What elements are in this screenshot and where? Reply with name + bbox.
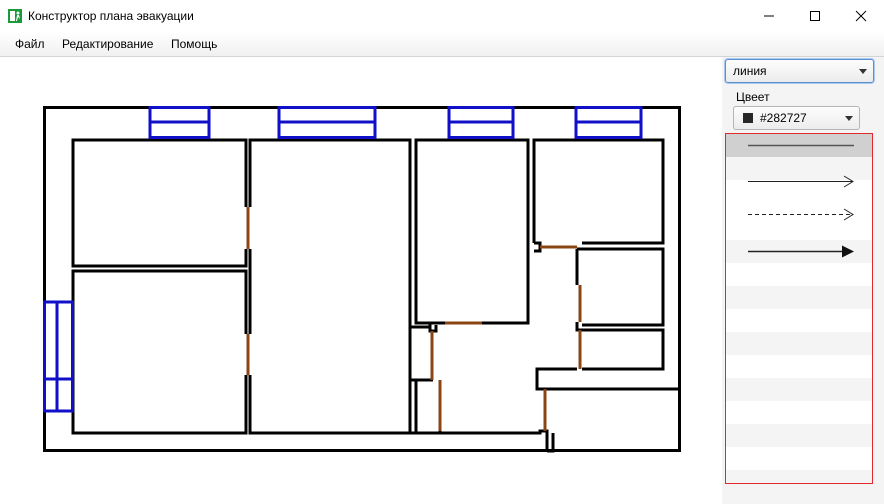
tool-select-value: линия [733, 64, 767, 78]
color-value: #282727 [760, 111, 807, 125]
window-title: Конструктор плана эвакуации [28, 9, 194, 23]
walls [43, 106, 681, 453]
solid-line-icon [748, 144, 854, 147]
tool-select[interactable]: линия [725, 59, 874, 83]
menu-bar: Файл Редактирование Помощь [0, 32, 884, 57]
chevron-down-icon [845, 116, 853, 121]
list-item-empty[interactable] [726, 447, 872, 470]
list-item-empty[interactable] [726, 378, 872, 401]
list-item-empty[interactable] [726, 424, 872, 447]
list-item-empty[interactable] [726, 309, 872, 332]
menu-help[interactable]: Помощь [171, 37, 218, 51]
maximize-button[interactable] [792, 0, 838, 32]
floor-plan[interactable] [0, 57, 722, 504]
list-item-empty[interactable] [726, 263, 872, 286]
menu-edit[interactable]: Редактирование [62, 37, 154, 51]
dashed-arrow-line-icon [748, 208, 854, 221]
app-icon [8, 9, 22, 23]
arrow-line-row[interactable] [726, 170, 872, 193]
close-button[interactable] [838, 0, 884, 32]
title-bar: Конструктор плана эвакуации [0, 0, 884, 32]
list-item-empty[interactable] [726, 470, 872, 483]
minimize-button[interactable] [746, 0, 792, 32]
list-item-empty[interactable] [726, 355, 872, 378]
list-item-dashed-arrow-line[interactable] [726, 203, 872, 226]
maximize-icon [810, 11, 820, 21]
drawing-canvas[interactable] [0, 57, 722, 504]
doors [246, 207, 582, 431]
minimize-icon [764, 15, 774, 17]
color-swatch [743, 113, 753, 123]
color-label: Цвеет [736, 90, 770, 104]
tools-panel: линия Цвеет #282727 [722, 57, 884, 504]
arrow-line-icon [748, 175, 854, 188]
list-item-filled-arrow-line[interactable] [726, 240, 872, 263]
list-item-empty[interactable] [726, 286, 872, 309]
menu-file[interactable]: Файл [15, 37, 45, 51]
line-style-list[interactable] [725, 133, 873, 484]
windows [43, 106, 643, 413]
chevron-down-icon [859, 69, 867, 74]
close-icon [855, 10, 867, 22]
list-item-empty[interactable] [726, 401, 872, 424]
color-picker[interactable]: #282727 [733, 106, 860, 130]
list-item-empty[interactable] [726, 332, 872, 355]
list-item-arrow-line[interactable] [726, 157, 872, 180]
list-item-solid-line[interactable] [726, 134, 872, 157]
filled-arrow-line-icon [748, 245, 854, 258]
